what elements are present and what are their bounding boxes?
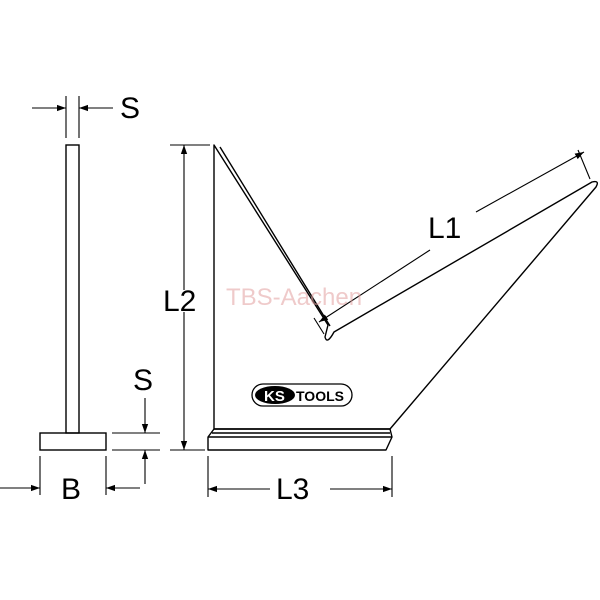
dimension-b [0, 456, 140, 495]
side-view-profile [39, 144, 107, 451]
dimension-l3-label: L3 [276, 473, 309, 506]
dimension-s-side-label: S [133, 364, 153, 397]
dimension-l2-label: L2 [163, 285, 196, 318]
logo-brand-right: TOOLS [296, 388, 344, 404]
dimension-s-side [112, 398, 160, 484]
dimension-s-top [32, 96, 113, 138]
square-base-bar [207, 428, 393, 451]
profile-foot [39, 432, 107, 451]
dimension-l2 [170, 144, 210, 451]
dimension-b-label: B [61, 473, 81, 506]
dimension-l3 [207, 456, 393, 497]
dimension-l1 [313, 149, 591, 335]
blade-inner-edge [219, 146, 331, 327]
dimension-s-top-label: S [120, 92, 140, 125]
dimension-l1-label: L1 [428, 212, 461, 245]
watermark-text: TBS-Aachen [226, 284, 362, 311]
profile-blade [65, 144, 80, 434]
logo-brand-left: KS [264, 388, 285, 405]
ks-tools-logo: KS TOOLS [251, 383, 353, 407]
square-front-view [207, 144, 599, 451]
square-blade-outline [213, 144, 599, 430]
